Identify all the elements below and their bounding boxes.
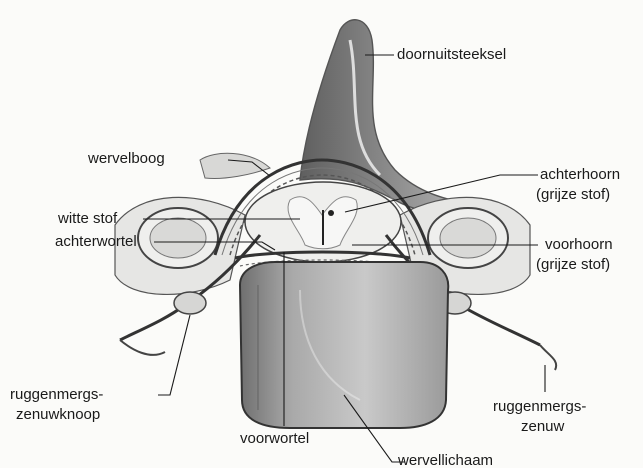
- label-ruggenmergszenuwknoop-line2: zenuwknoop: [16, 406, 100, 424]
- label-ruggenmergszenuwknoop-line1: ruggenmergs-: [10, 386, 103, 404]
- label-witte-stof: witte stof: [58, 210, 117, 228]
- label-achterhoorn-line1: achterhoorn: [540, 166, 620, 184]
- label-voorwortel: voorwortel: [240, 430, 309, 448]
- label-achterhoorn-line2: (grijze stof): [536, 186, 610, 204]
- spinal-cord: [245, 182, 401, 262]
- vertebral-body: [240, 262, 448, 428]
- leader-ruggenmergszenuwknoop: [158, 315, 190, 395]
- label-voorhoorn-line2: (grijze stof): [536, 256, 610, 274]
- label-wervellichaam: wervellichaam: [398, 452, 493, 470]
- label-ruggenmergszenuw-line1: ruggenmergs-: [493, 398, 586, 416]
- label-ruggenmergszenuw-line2: zenuw: [521, 418, 564, 436]
- label-voorhoorn-line1: voorhoorn: [545, 236, 613, 254]
- label-wervelboog: wervelboog: [88, 150, 165, 168]
- label-achterwortel: achterwortel: [55, 233, 137, 251]
- label-doornuitsteeksel: doornuitsteeksel: [397, 46, 506, 64]
